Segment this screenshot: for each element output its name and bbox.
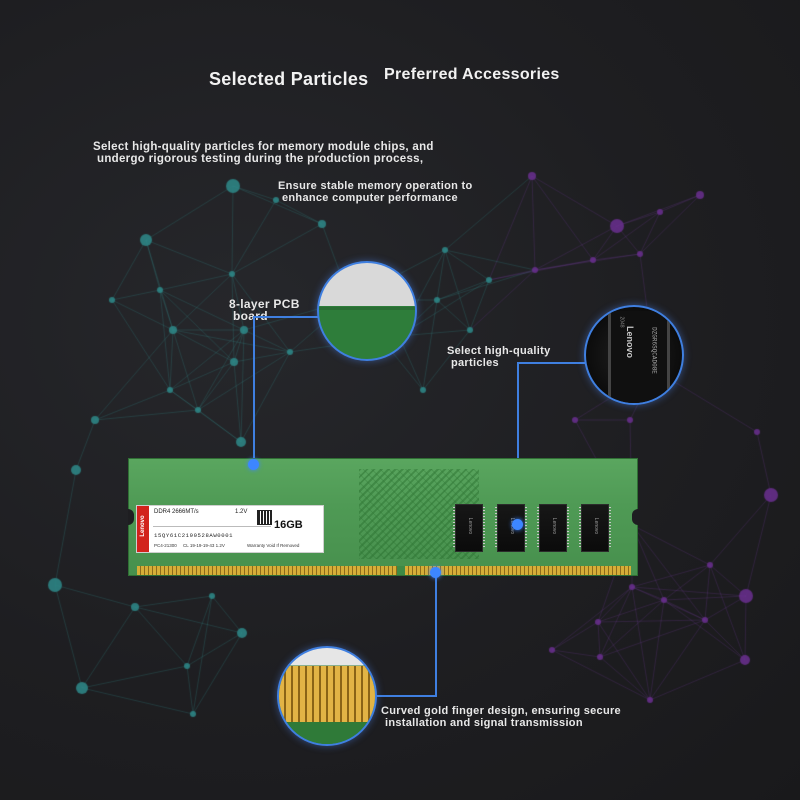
chip-zoom-detail: Lenovo DZGR6SQCAD08E 2048 <box>584 305 684 405</box>
particles-callout: Select high-quality particles <box>447 345 551 369</box>
module-sticker: Lenovo DDR4 2666MT/s 1.2V 16GB 15QY61C21… <box>136 505 324 553</box>
heading-selected-particles: Selected Particles <box>209 69 369 89</box>
intro-text: Select high-quality particles for memory… <box>93 141 434 165</box>
module-spec: DDR4 2666MT/s <box>154 509 199 515</box>
gold-marker-dot <box>430 567 441 578</box>
gold-finger-zoom-detail <box>277 646 377 746</box>
module-key-notch <box>397 566 405 575</box>
gold-callout-line-2: installation and signal transmission <box>385 717 583 729</box>
pcb-connector-horizontal <box>253 316 319 318</box>
gold-connector-vertical <box>435 574 437 696</box>
chip-zoom-code: DZGR6SQCAD08E <box>650 327 658 374</box>
module-serial: 15QY61C2190528AW0001 <box>154 532 234 539</box>
chip-zoom-number: 2048 <box>618 316 625 328</box>
particles-callout-line-1: Select high-quality <box>447 345 551 357</box>
intro-line-2: undergo rigorous testing during the prod… <box>97 153 424 165</box>
module-timing: CL 19-19-19-43 1.2V <box>183 543 225 548</box>
memory-chip: Lenovo <box>453 504 485 552</box>
pcb-callout: 8-layer PCB board <box>229 298 300 322</box>
chip-marker-dot <box>512 519 523 530</box>
intro-line-1: Select high-quality particles for memory… <box>93 141 434 153</box>
gold-callout-line-1: Curved gold finger design, ensuring secu… <box>381 705 621 717</box>
gold-finger-contacts <box>137 566 631 575</box>
chip-connector-horizontal <box>517 362 585 364</box>
lenovo-logo: Lenovo <box>137 506 149 552</box>
module-part-number: PC4-21300 <box>154 543 177 548</box>
gold-connector-horizontal <box>376 695 437 697</box>
qr-code-icon <box>257 510 272 525</box>
stable-line-1: Ensure stable memory operation to <box>278 180 473 192</box>
memory-chip: Lenovo <box>495 504 527 552</box>
chip-zoom-brand: Lenovo <box>625 325 635 358</box>
memory-chip: Lenovo <box>579 504 611 552</box>
heading-preferred-accessories: Preferred Accessories <box>384 66 560 83</box>
chip-connector-vertical <box>517 362 519 525</box>
pcb-connector-vertical <box>253 316 255 464</box>
pcb-zoom-detail <box>317 261 417 361</box>
gold-finger-callout: Curved gold finger design, ensuring secu… <box>381 705 621 729</box>
pcb-callout-line-1: 8-layer PCB <box>229 297 300 311</box>
pcb-marker-dot <box>248 459 259 470</box>
module-capacity: 16GB <box>274 519 303 531</box>
ddr4-memory-module: Lenovo DDR4 2666MT/s 1.2V 16GB 15QY61C21… <box>128 458 638 576</box>
stable-line-2: enhance computer performance <box>282 192 458 204</box>
stable-text: Ensure stable memory operation to enhanc… <box>278 180 473 204</box>
particles-callout-line-2: particles <box>451 357 499 369</box>
module-voltage: 1.2V <box>235 509 248 515</box>
memory-chip: Lenovo <box>537 504 569 552</box>
module-warranty: Warranty Void If Removed <box>247 543 300 548</box>
pcb-callout-line-2: board <box>233 309 268 323</box>
